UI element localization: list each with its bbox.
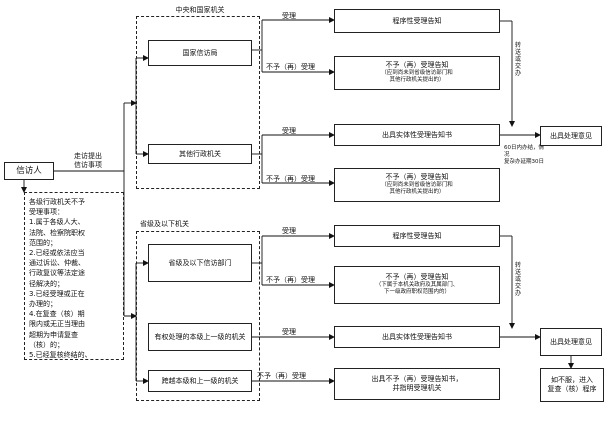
reason-line: 受理事项： bbox=[29, 208, 64, 217]
not-accept-label-3: 不予（再）受理 bbox=[266, 276, 315, 284]
substantive-notice-box-2: 出具实体性受理告知书 bbox=[334, 326, 500, 348]
opinion-box-2: 出具处理意见 bbox=[540, 328, 602, 356]
reason-line: 各级行政机关不予 bbox=[29, 198, 85, 206]
not-accept-label-1: 不予（再）受理 bbox=[266, 63, 315, 71]
not-accept-notice-other-title: 不予（再）受理告知 bbox=[385, 173, 449, 182]
not-accept-notice-provincial-note1: （下属于本机关政府及其属部门、 bbox=[375, 282, 459, 289]
opinion-label-2: 出具处理意见 bbox=[550, 337, 592, 346]
not-accept-notice-central-box: 不予（再）受理告知 （应到尚未到省级信访部门和 其他行政机关提出的） bbox=[334, 56, 500, 90]
not-accept-notice-other-note1: （应到尚未到省级信访部门和 bbox=[381, 182, 453, 189]
not-accept-notice-cross-line1: 出具不予（再）受理告知书， bbox=[371, 375, 463, 384]
other-admin-label: 其他行政机关 bbox=[179, 149, 221, 158]
not-accepted-items-text: 各级行政机关不予 受理事项： 1.属于各级人大、 法院、检察院职权 范围的； 2… bbox=[29, 197, 121, 360]
not-accept-notice-provincial-box: 不予（再）受理告知 （下属于本机关政府及其属部门、 下一级政府职权范围内的） bbox=[334, 266, 500, 304]
procedural-notice-box-2: 程序性受理告知 bbox=[334, 225, 500, 247]
reason-line: 范围的； bbox=[29, 238, 57, 247]
reason-line: 径解决的； bbox=[29, 279, 64, 288]
sixty-days-line1: 60日内办结，情况 bbox=[504, 145, 544, 159]
procedural-notice-label-2: 程序性受理告知 bbox=[392, 231, 442, 240]
not-accept-label-2: 不予（再）受理 bbox=[266, 175, 315, 183]
accept-label-2: 受理 bbox=[282, 127, 296, 135]
reason-line: 1.属于各级人大、 bbox=[29, 218, 85, 227]
not-accept-notice-provincial-note2: 下一级政府职权范围内的） bbox=[383, 289, 450, 296]
cross-level-box: 跨越本级和上一级的机关 bbox=[148, 370, 252, 392]
substantive-notice-box: 出具实体性受理告知书 bbox=[334, 124, 500, 146]
procedural-notice-label: 程序性受理告知 bbox=[392, 16, 442, 25]
not-accept-notice-central-note1: （应到尚未到省级信访部门和 bbox=[381, 70, 453, 77]
reason-line: 限内或无正当理由 bbox=[29, 320, 85, 329]
accept-label-3: 受理 bbox=[282, 227, 296, 235]
authorized-superior-box: 有权处理的本级上一级的机关 bbox=[148, 323, 252, 351]
central-group-label: 中央和国家机关 bbox=[175, 6, 225, 14]
reason-line: 行政复议等法定途 bbox=[29, 269, 85, 278]
reason-line: 4.在复查（核）期 bbox=[29, 310, 85, 319]
appeal-box: 如不服，进入 复查（核）程序 bbox=[540, 368, 604, 402]
provincial-group-box bbox=[136, 231, 260, 401]
not-accepted-items-box bbox=[24, 192, 124, 360]
submit-label-line1: 走访提出 bbox=[74, 152, 102, 160]
reason-line: 2.已经或依法应当 bbox=[29, 249, 85, 258]
provincial-office-box: 省级及以下信访部门 bbox=[148, 244, 252, 282]
reason-line: 办理的； bbox=[29, 300, 57, 309]
not-accept-notice-central-note2: 其他行政机关提出的） bbox=[389, 77, 445, 84]
accept-label-1: 受理 bbox=[282, 12, 296, 20]
national-bureau-label: 国家信访局 bbox=[182, 48, 218, 57]
transfer-label-1: 转送或交办 bbox=[514, 42, 521, 77]
petitioner-label: 信访人 bbox=[16, 165, 42, 176]
reason-line: 3.已经受理或正在 bbox=[29, 289, 85, 298]
procedural-notice-box: 程序性受理告知 bbox=[334, 9, 500, 33]
accept-label-4: 受理 bbox=[282, 328, 296, 336]
authorized-superior-label: 有权处理的本级上一级的机关 bbox=[154, 332, 246, 341]
appeal-line1: 如不服，进入 bbox=[551, 376, 593, 385]
reason-line: 超期为申请复查 bbox=[29, 330, 78, 339]
other-admin-box: 其他行政机关 bbox=[148, 144, 252, 164]
reason-line: 通过诉讼、仲裁、 bbox=[29, 259, 85, 268]
opinion-label-1: 出具处理意见 bbox=[550, 131, 592, 140]
not-accept-notice-cross-box: 出具不予（再）受理告知书， 并指明受理机关 bbox=[334, 368, 500, 400]
appeal-line2: 复查（核）程序 bbox=[547, 385, 597, 393]
sixty-days-label: 60日内办结，情况 复杂办延期30日 bbox=[504, 145, 544, 166]
petitioner-box: 信访人 bbox=[4, 162, 54, 180]
not-accept-label-4: 不予（再）受理 bbox=[257, 372, 306, 380]
submit-label-line2: 信访事项 bbox=[74, 160, 102, 169]
reason-line: 法院、检察院职权 bbox=[29, 228, 85, 237]
substantive-notice-label: 出具实体性受理告知书 bbox=[382, 130, 452, 139]
provincial-office-label: 省级及以下信访部门 bbox=[168, 258, 232, 267]
cross-level-label: 跨越本级和上一级的机关 bbox=[161, 376, 239, 385]
provincial-group-label: 省级及以下机关 bbox=[140, 220, 189, 228]
not-accept-notice-other-note2: 其他行政机关提出的） bbox=[389, 189, 445, 196]
substantive-notice-label-2: 出具实体性受理告知书 bbox=[382, 332, 452, 341]
transfer-label-2: 转送或交办 bbox=[514, 262, 521, 297]
opinion-box-1: 出具处理意见 bbox=[540, 126, 602, 146]
not-accept-notice-cross-line2: 并指明受理机关 bbox=[392, 384, 442, 392]
reason-line: （核）的； bbox=[29, 340, 64, 349]
not-accept-notice-provincial-title: 不予（再）受理告知 bbox=[385, 273, 449, 282]
central-group-box bbox=[136, 16, 260, 189]
not-accept-notice-other-box: 不予（再）受理告知 （应到尚未到省级信访部门和 其他行政机关提出的） bbox=[334, 168, 500, 202]
not-accept-notice-central-title: 不予（再）受理告知 bbox=[385, 61, 449, 70]
national-bureau-box: 国家信访局 bbox=[148, 40, 252, 66]
reason-line: 5.已经复核终结的、 bbox=[29, 351, 92, 360]
submit-label: 走访提出 信访事项 bbox=[60, 152, 116, 170]
sixty-days-line2: 复杂办延期30日 bbox=[504, 159, 544, 166]
